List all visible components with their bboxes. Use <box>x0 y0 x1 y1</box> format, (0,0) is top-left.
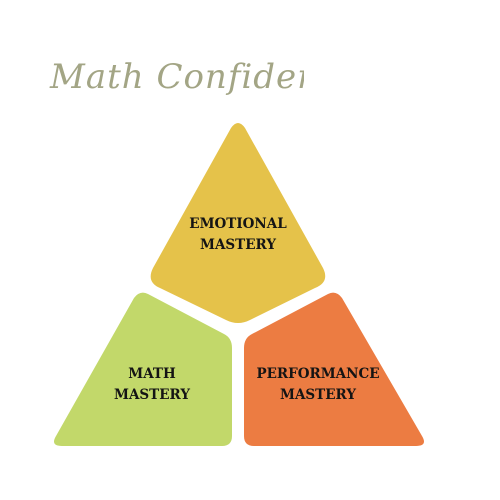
label-performance-line2: MASTERY <box>280 387 356 403</box>
segment-math-mastery <box>54 292 232 446</box>
label-math-line1: MATH <box>128 366 176 382</box>
segment-performance-mastery <box>244 292 424 446</box>
label-emotional-line1: EMOTIONAL <box>189 216 287 232</box>
label-math-line2: MASTERY <box>114 387 190 403</box>
label-performance-line1: PERFORMANCE <box>256 366 379 382</box>
label-emotional-line2: MASTERY <box>200 237 276 253</box>
segment-emotional-mastery <box>150 123 326 323</box>
